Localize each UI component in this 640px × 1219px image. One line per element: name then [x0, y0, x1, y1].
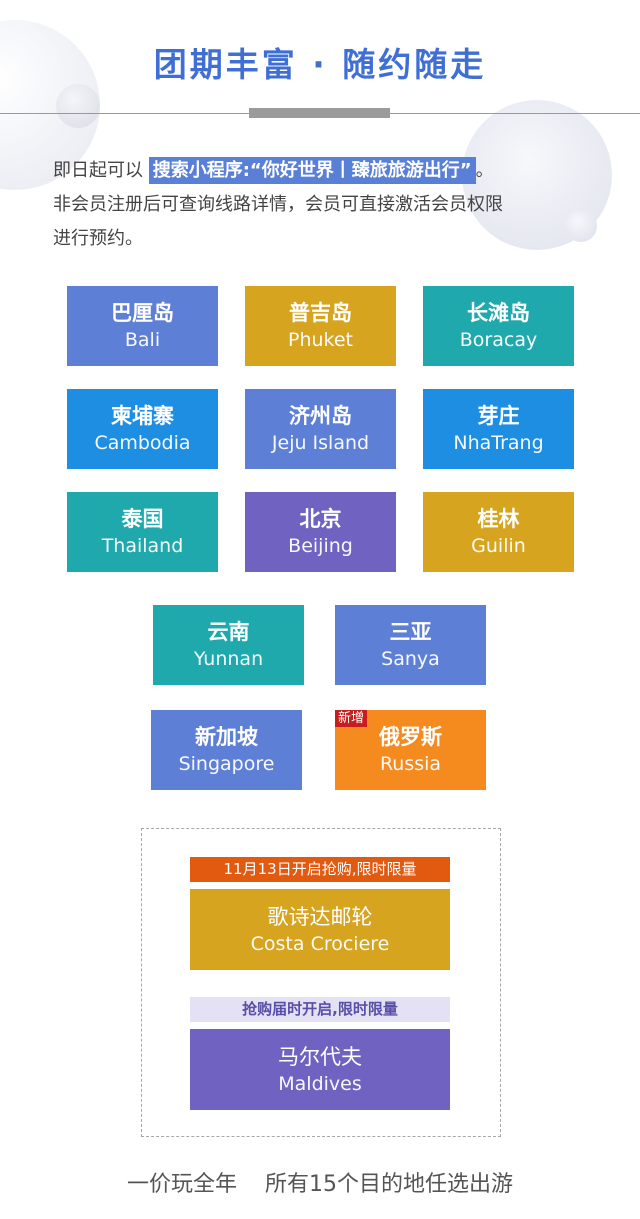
destination-en: Sanya [381, 648, 440, 670]
cruise-sale-notice: 11月13日开启抢购,限时限量 [190, 857, 450, 882]
destination-en: Jeju Island [271, 432, 370, 454]
destination-tile-thailand[interactable]: 泰国 Thailand [67, 492, 218, 572]
destination-cn: 云南 [207, 620, 250, 644]
destination-cn: 新加坡 [195, 725, 258, 749]
destination-tile-maldives[interactable]: 马尔代夫 Maldives [190, 1029, 450, 1110]
destination-tile-cambodia[interactable]: 柬埔寨 Cambodia [67, 389, 218, 469]
destination-tile-sanya[interactable]: 三亚 Sanya [335, 605, 486, 685]
intro-prefix: 即日起可以 [53, 160, 143, 181]
destination-cn: 普吉岛 [289, 301, 352, 325]
destination-tile-phuket[interactable]: 普吉岛 Phuket [245, 286, 396, 366]
maldives-sale-notice: 抢购届时开启,限时限量 [190, 997, 450, 1022]
footer-left: 一价玩全年 [126, 1172, 237, 1197]
footer-tagline: 一价玩全年 所有15个目的地任选出游 [0, 1166, 640, 1198]
destination-cn: 柬埔寨 [111, 404, 174, 428]
destination-tile-nhatrang[interactable]: 芽庄 NhaTrang [423, 389, 574, 469]
intro-line-2: 非会员注册后可查询线路详情，会员可直接激活会员权限 [53, 194, 503, 215]
destination-cn: 歌诗达邮轮 [267, 904, 373, 929]
destination-cn: 桂林 [477, 507, 520, 531]
destination-en: Bali [124, 329, 161, 351]
destination-en: Guilin [471, 535, 526, 557]
destination-en: Thailand [101, 535, 184, 557]
page-title: 团期丰富 · 随约随走 [153, 45, 487, 84]
destination-en: Singapore [178, 753, 275, 775]
destination-en: Phuket [287, 329, 353, 351]
destination-tile-yunnan[interactable]: 云南 Yunnan [153, 605, 304, 685]
destination-cn: 泰国 [121, 507, 164, 531]
destination-cn: 长滩岛 [467, 301, 530, 325]
destination-cn: 济州岛 [289, 404, 352, 428]
destination-cn: 巴厘岛 [111, 301, 174, 325]
destination-tile-boracay[interactable]: 长滩岛 Boracay [423, 286, 574, 366]
intro-line-3: 进行预约。 [53, 228, 143, 249]
destination-tile-costa-cruise[interactable]: 歌诗达邮轮 Costa Crociere [190, 889, 450, 970]
destination-en: Boracay [459, 329, 538, 351]
destination-en: Beijing [288, 535, 353, 557]
new-badge: 新增 [335, 710, 368, 727]
intro-suffix: 。 [475, 160, 494, 181]
destination-en: NhaTrang [453, 432, 544, 454]
destination-tile-russia[interactable]: 新增 俄罗斯 Russia [335, 710, 486, 790]
destination-tile-jeju[interactable]: 济州岛 Jeju Island [245, 389, 396, 469]
destination-en: Costa Crociere [250, 932, 390, 955]
destination-en: Yunnan [193, 648, 264, 670]
destination-en: Maldives [278, 1072, 362, 1095]
destination-en: Cambodia [94, 432, 191, 454]
destination-cn: 芽庄 [477, 404, 520, 428]
intro-text: 即日起可以 搜索小程序:“你好世界丨臻旅旅游出行”。 非会员注册后可查询线路详情… [53, 154, 613, 256]
destination-cn: 北京 [299, 507, 342, 531]
intro-line-1: 即日起可以 搜索小程序:“你好世界丨臻旅旅游出行”。 [53, 154, 613, 188]
mini-program-search-highlight: 搜索小程序:“你好世界丨臻旅旅游出行” [148, 157, 476, 184]
destination-cn: 马尔代夫 [278, 1044, 362, 1069]
destination-tile-singapore[interactable]: 新加坡 Singapore [151, 710, 302, 790]
destination-cn: 俄罗斯 [379, 725, 442, 749]
destination-en: Russia [379, 753, 442, 775]
destination-tile-bali[interactable]: 巴厘岛 Bali [67, 286, 218, 366]
special-offers-box [141, 828, 501, 1137]
decorative-circle [56, 84, 100, 128]
destination-tile-beijing[interactable]: 北京 Beijing [245, 492, 396, 572]
divider-accent [249, 108, 390, 118]
destination-tile-guilin[interactable]: 桂林 Guilin [423, 492, 574, 572]
destination-cn: 三亚 [389, 620, 432, 644]
footer-right: 所有15个目的地任选出游 [265, 1172, 513, 1197]
